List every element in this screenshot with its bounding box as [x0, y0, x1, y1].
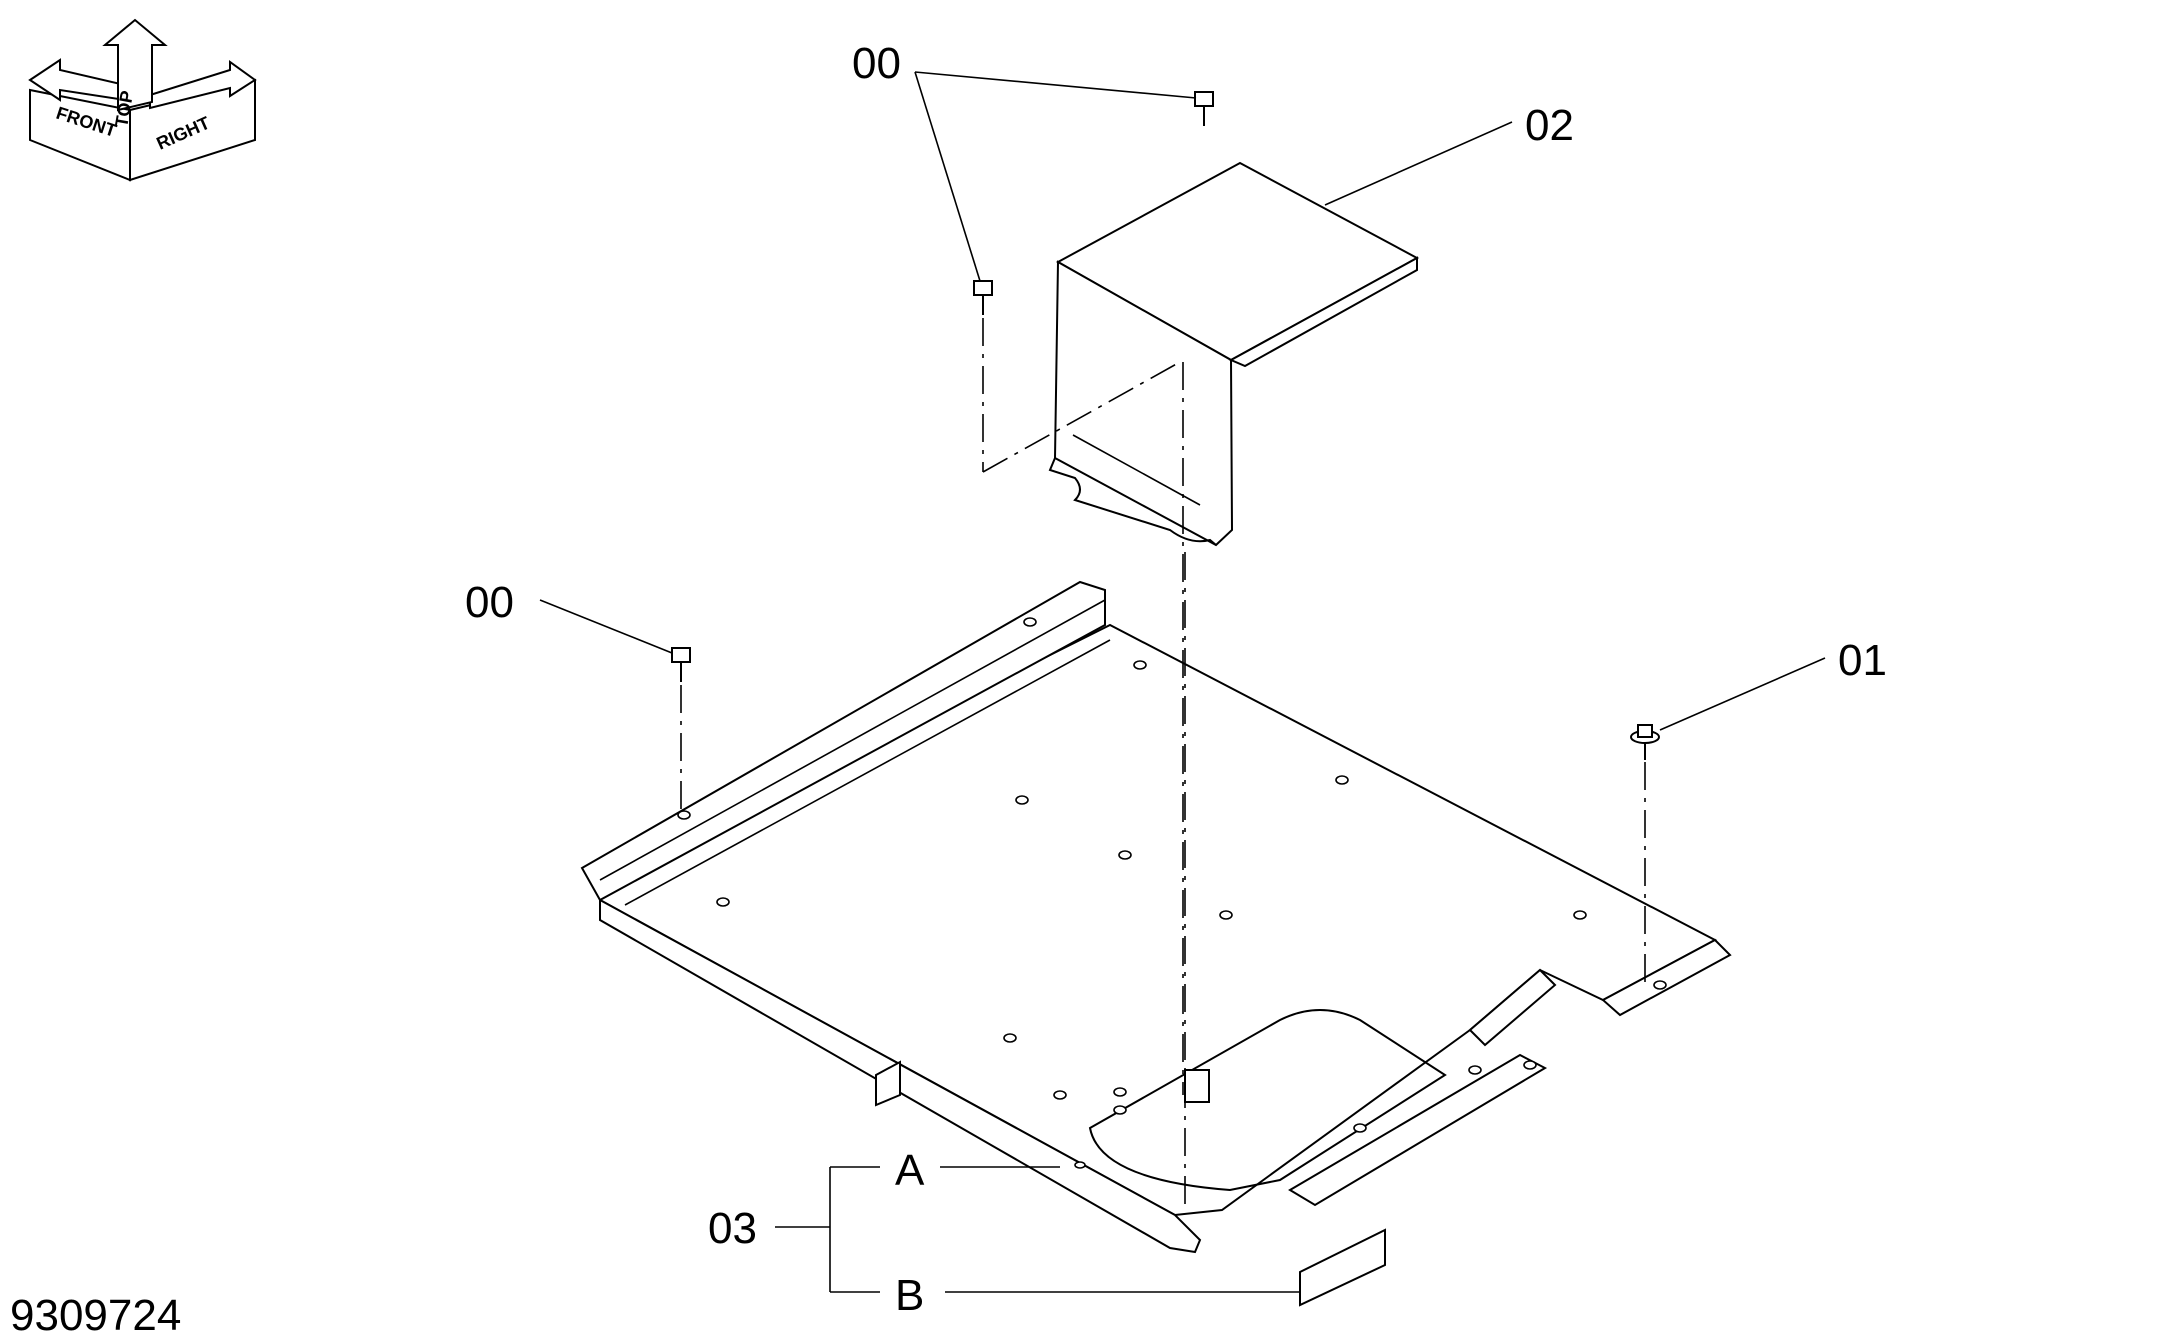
- base-plate: [580, 580, 1732, 1254]
- hole: [1015, 795, 1029, 805]
- cover-bracket: [1048, 161, 1420, 547]
- hole: [677, 810, 691, 820]
- callout-cover: 02: [1525, 101, 1574, 150]
- label-decal: [1299, 1228, 1386, 1307]
- hole: [1353, 1123, 1367, 1133]
- hole: [1118, 850, 1132, 860]
- callout-bolt-right: 01: [1838, 636, 1887, 685]
- hole: [1113, 1087, 1127, 1097]
- bolt-top-left: [973, 280, 993, 315]
- hole: [1468, 1065, 1482, 1075]
- callout-bolt-left: 00: [465, 578, 514, 627]
- bolt-right-flanged: [1630, 724, 1660, 760]
- hole: [1653, 980, 1667, 990]
- hole: [1335, 775, 1349, 785]
- leader-lines: [539, 71, 1826, 1293]
- hole: [1023, 617, 1037, 627]
- hole: [1219, 910, 1233, 920]
- hole: [1573, 910, 1587, 920]
- assembly-lines: [680, 318, 1646, 1210]
- mounting-holes: [677, 617, 1667, 1169]
- hole: [1074, 1161, 1086, 1169]
- bolt-left: [671, 647, 691, 682]
- bolt-top-right: [1194, 91, 1214, 126]
- hole: [1053, 1090, 1067, 1100]
- callout-sub-a: A: [895, 1146, 925, 1195]
- callout-bolt-group-top: 00: [852, 39, 901, 88]
- hole: [1133, 660, 1147, 670]
- hole: [716, 897, 730, 907]
- orientation-indicator: TOP FRONT RIGHT: [28, 18, 257, 182]
- hole: [1113, 1105, 1127, 1115]
- hole: [1003, 1033, 1017, 1043]
- drawing-number: 9309724: [10, 1291, 181, 1340]
- hole: [1523, 1060, 1537, 1070]
- callout-sub-b: B: [895, 1271, 924, 1320]
- callout-assembly: 03: [708, 1204, 757, 1253]
